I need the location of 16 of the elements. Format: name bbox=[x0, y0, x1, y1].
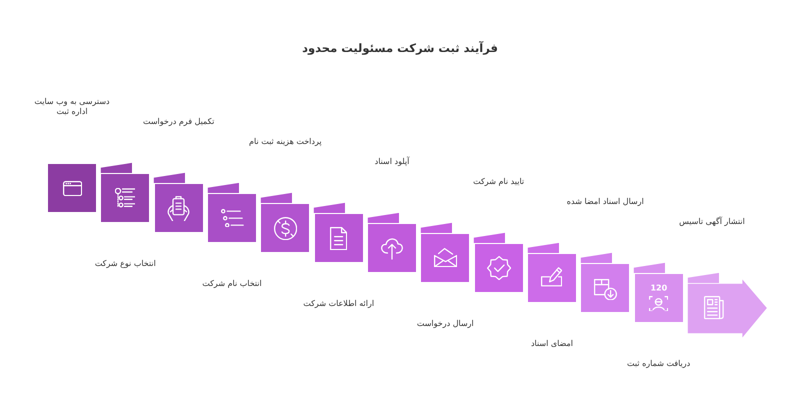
step-label: پرداخت هزینه ثبت نام bbox=[249, 137, 322, 147]
step-label: ارائه اطلاعات شرکت bbox=[303, 299, 374, 309]
step-label: ارسال اسناد امضا شده bbox=[566, 197, 644, 207]
icon-number: 120 bbox=[650, 284, 668, 293]
step-label: تایید نام شرکت bbox=[473, 177, 524, 187]
step-label: ارسال درخواست bbox=[416, 319, 474, 329]
step-panel bbox=[47, 163, 97, 213]
title: فرآیند ثبت شرکت مسئولیت محدود bbox=[302, 41, 498, 55]
step-label: دریافت شماره ثبت bbox=[627, 359, 690, 369]
step-label: تکمیل فرم درخواست bbox=[143, 117, 214, 127]
step-label: دسترسی به وب سایت اداره ثبت bbox=[33, 97, 111, 117]
step-label: انتخاب نوع شرکت bbox=[94, 259, 156, 269]
step-label: انتشار آگهی تاسیس bbox=[679, 217, 745, 227]
step-label: آپلود اسناد bbox=[374, 157, 410, 167]
step-label: انتخاب نام شرکت bbox=[202, 279, 262, 289]
step-label: امضای اسناد bbox=[530, 339, 573, 349]
